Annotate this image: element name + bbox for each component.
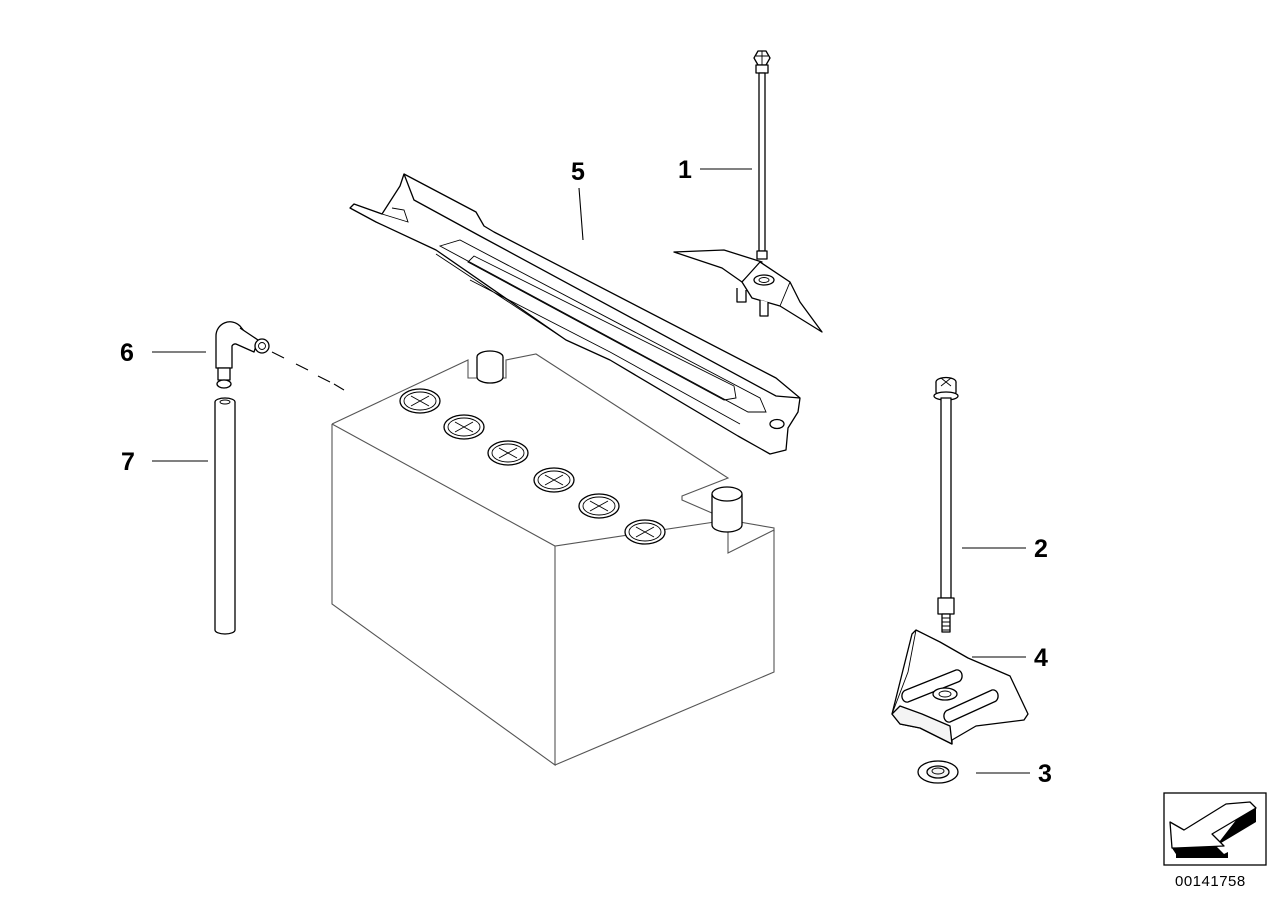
battery-cell-caps	[399, 388, 666, 545]
leader-line-5	[578, 187, 584, 241]
battery	[331, 350, 775, 767]
vent-elbow	[215, 321, 270, 389]
top-bolt	[673, 50, 823, 333]
callout-1: 1	[678, 156, 692, 184]
arrow-down-left-icon[interactable]	[1163, 792, 1267, 866]
callout-7: 7	[121, 448, 135, 476]
callout-5: 5	[571, 158, 585, 186]
callout-3: 3	[1038, 760, 1052, 788]
hold-down-bracket	[349, 173, 801, 455]
callout-2: 2	[1034, 535, 1048, 563]
clamp-bracket	[891, 629, 1029, 745]
washer	[917, 760, 959, 784]
diagram-code: 00141758	[1175, 873, 1246, 890]
callout-4: 4	[1034, 644, 1048, 672]
callout-6: 6	[120, 339, 134, 367]
leader-line-6-battery	[271, 351, 345, 391]
long-bolt	[933, 376, 959, 633]
vent-hose	[214, 397, 236, 635]
